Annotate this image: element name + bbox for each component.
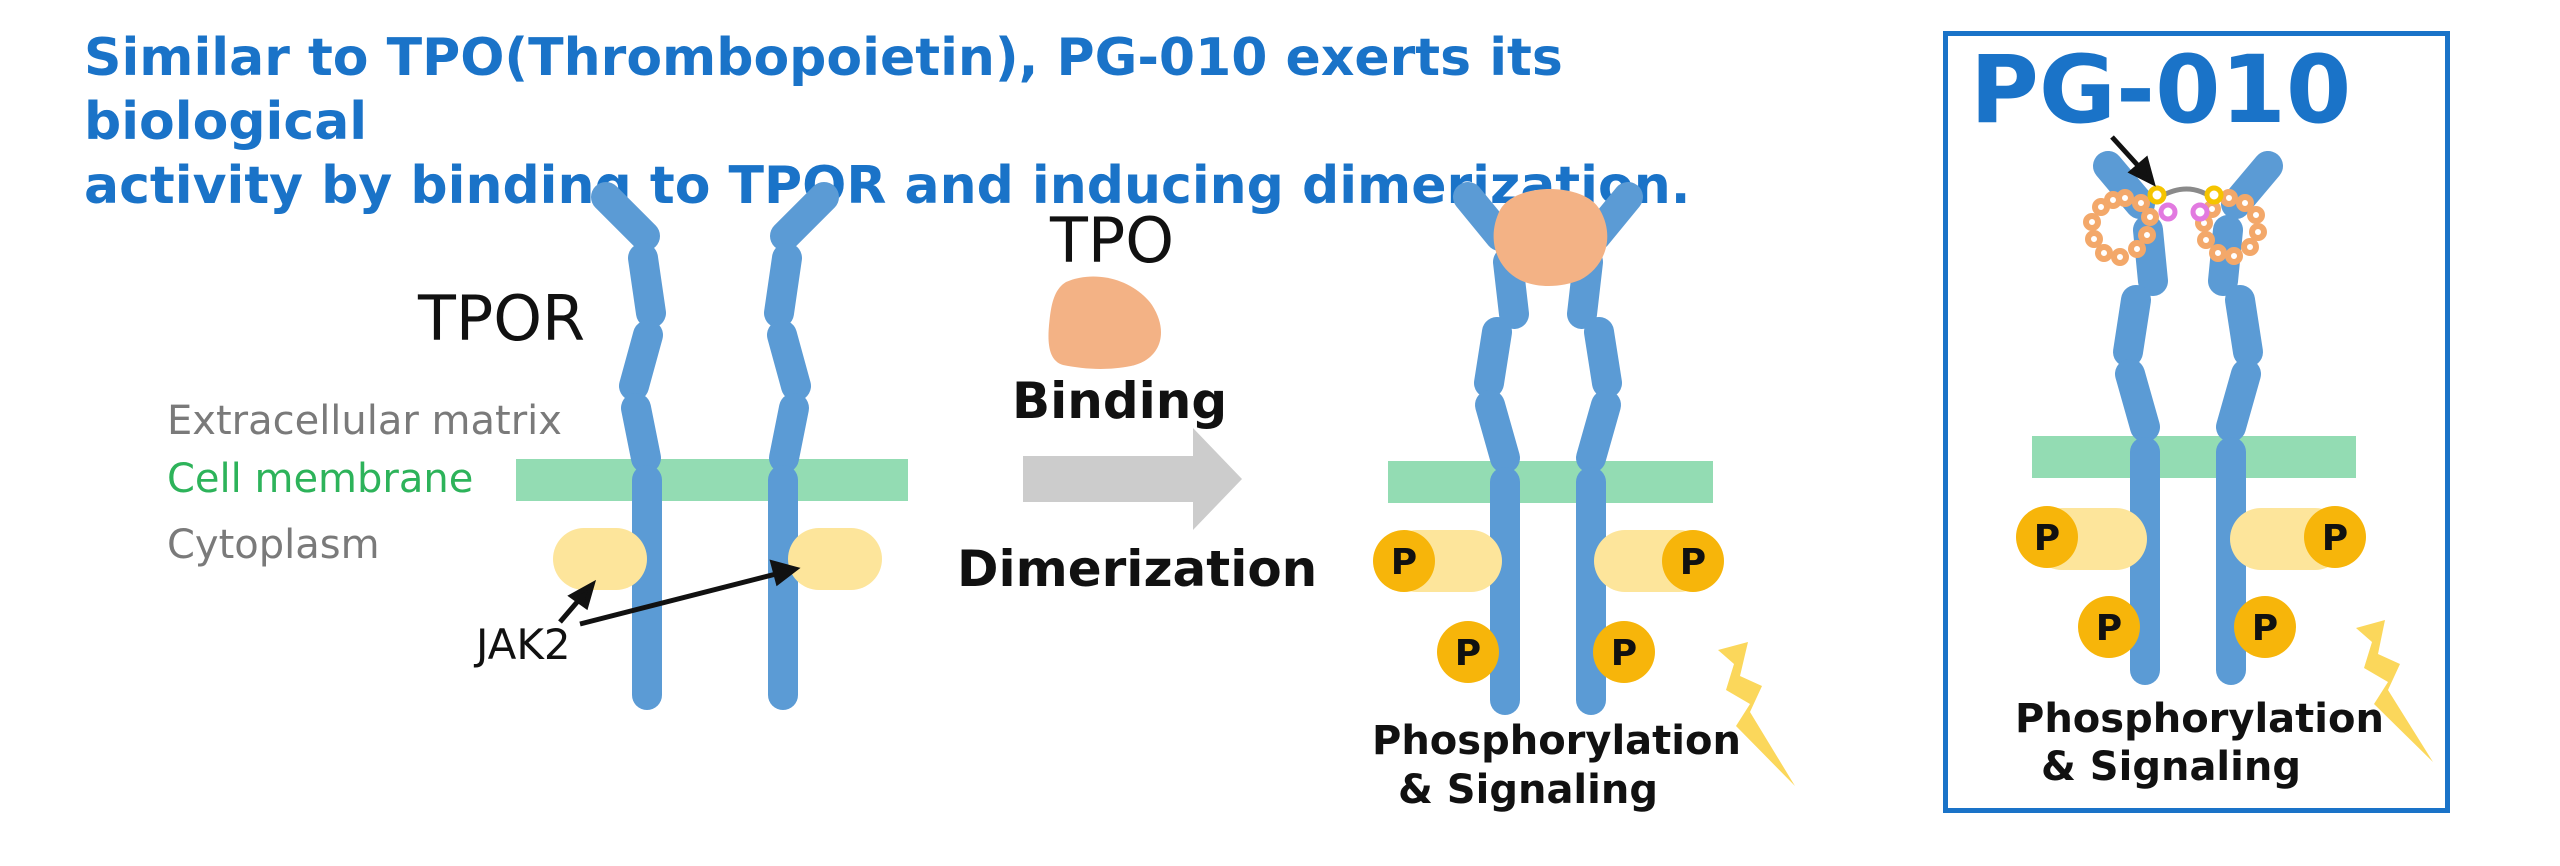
title-line-2: activity by binding to TPOR and inducing…	[84, 156, 1691, 216]
svg-text:P: P	[2322, 518, 2348, 559]
jak2-pointer-arrows	[558, 559, 801, 627]
phospho-marker: P	[2016, 506, 2078, 568]
extracellular-label: Extracellular matrix	[167, 398, 562, 444]
jak2-left	[553, 528, 647, 590]
binding-label: Binding	[1012, 372, 1228, 430]
pg-signaling-label: & Signaling	[2041, 744, 2301, 790]
svg-text:P: P	[2252, 608, 2278, 649]
tpor-receptor-right	[764, 182, 839, 710]
phosphorylation-label: Phosphorylation	[1372, 718, 1741, 764]
title-line-1: Similar to TPO(Thrombopoietin), PG-010 e…	[84, 28, 1563, 152]
svg-text:P: P	[1391, 542, 1417, 583]
lightning-signal-pg-icon	[2356, 620, 2433, 762]
svg-text:P: P	[1611, 633, 1637, 674]
svg-text:P: P	[1680, 542, 1706, 583]
tpo-ligand-icon	[1048, 276, 1162, 369]
binding-arrow-icon	[1023, 428, 1242, 530]
svg-text:P: P	[2096, 608, 2122, 649]
tpor-receptor-left	[591, 182, 666, 710]
peptide-highlight-icon	[2147, 185, 2224, 222]
tpo-bound-icon	[1493, 189, 1608, 286]
phospho-marker: P	[1373, 530, 1435, 592]
phospho-marker: P	[1437, 621, 1499, 683]
pg-phosphorylation-label: Phosphorylation	[2015, 696, 2384, 742]
phospho-marker: P	[1593, 621, 1655, 683]
phospho-marker: P	[2078, 596, 2140, 658]
svg-text:P: P	[2034, 518, 2060, 559]
signaling-label: & Signaling	[1398, 767, 1658, 813]
dimerization-label: Dimerization	[957, 540, 1318, 598]
tpo-label: TPO	[1050, 204, 1175, 277]
phospho-marker: P	[2304, 506, 2366, 568]
peptide-ring-left-icon	[2083, 189, 2159, 266]
tpor-dimer-right	[1567, 182, 1643, 715]
cell-membrane-pg	[2032, 436, 2356, 478]
cytoplasm-label: Cytoplasm	[167, 522, 380, 568]
tpor-pg-left	[2093, 151, 2168, 685]
lightning-signal-icon	[1718, 642, 1795, 786]
cell-membrane-label: Cell membrane	[167, 456, 474, 502]
svg-text:P: P	[1455, 633, 1481, 674]
pg-010-panel-border	[1943, 31, 2450, 813]
jak2-right	[788, 528, 882, 590]
pg-010-title: PG-010	[1970, 36, 2352, 145]
tpor-pg-right	[2208, 151, 2283, 685]
pg-010-pointer-arrow	[2110, 135, 2156, 187]
phospho-marker: P	[1662, 530, 1724, 592]
jak2-label: JAK2	[476, 620, 571, 669]
phospho-marker: P	[2234, 596, 2296, 658]
cell-membrane-left	[516, 459, 908, 501]
cell-membrane-right	[1388, 461, 1713, 503]
page-title: Similar to TPO(Thrombopoietin), PG-010 e…	[84, 26, 1864, 218]
tpor-label: TPOR	[418, 282, 586, 355]
